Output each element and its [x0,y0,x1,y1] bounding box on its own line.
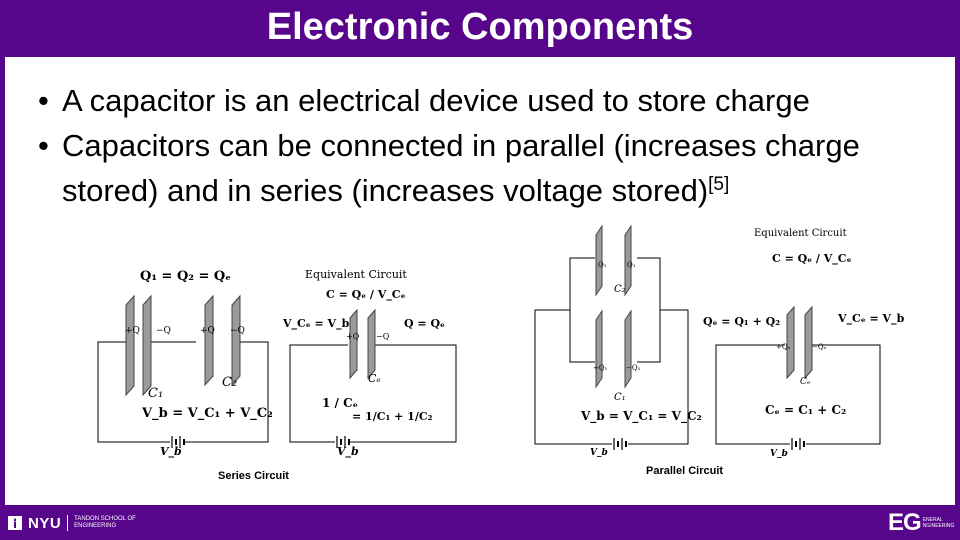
recip-lhs: 1 / Cₑ [322,396,358,410]
plate-label: +Q [346,332,360,341]
footer-bar [0,505,960,540]
series-c2-plate-left [204,294,214,387]
source-label: V_b [160,445,182,459]
plate-label: +Q₁ [593,364,608,372]
plate-label: Q₁ [598,261,607,269]
citation: [5] [708,174,730,195]
eg-subtitle: ENERAL NGINEERING [922,517,955,529]
nyu-wordmark: NYU [28,514,62,532]
cap-label-c1: C₁ [148,386,163,401]
torch-icon [8,516,22,530]
bullet-text: A capacitor is an electrical device used… [62,83,810,118]
equiv-eq-c: C = Qₑ / V_Cₑ [772,252,852,266]
equiv-title: Equivalent Circuit [754,228,847,239]
equiv-cap-label: Cₑ [800,377,811,387]
series-figure: Q₁ = Q₂ = Qₑ +Q −Q +Q −Q C₁ C₂ V_b = V_C… [97,268,457,482]
parallel-c1-plate-left [595,309,603,389]
plate-label: +Qₑ [776,343,791,351]
plate-label: −Q [230,326,245,336]
equiv-plate-left [786,305,795,380]
equiv-title: Equivalent Circuit [305,268,407,281]
battery-icon [171,436,185,448]
parallel-wire-left [569,257,595,363]
series-c1-plate-left [125,294,135,397]
parallel-eq-voltage: V_b = V_C₁ = V_C₂ [580,409,702,424]
parallel-eq-charge: Qₑ = Q₁ + Q₂ [703,315,780,328]
cap-label-c1: C₁ [614,392,626,403]
equiv-wire-right [350,344,457,443]
equiv-wire-left [289,344,348,443]
equiv-eq-v: V_Cₑ = V_b [837,312,905,326]
parallel-figure: Q₁ Q₁ C₂ +Q₁ −Q₁ C₁ Qₑ = Q₁ + Q₂ V_b = V… [534,224,905,477]
series-c2-plate-right [231,294,241,387]
plate-label: −Q [156,326,171,336]
equiv-plate-right [804,305,813,380]
series-wire-right [185,341,269,443]
equiv-eq-q: Q = Qₑ [404,317,445,330]
parallel-wire-right [637,257,661,363]
equiv-source-label: V_b [770,449,788,459]
equiv-wire-left [715,344,790,445]
series-eq-voltage: V_b = V_C₁ + V_C₂ [141,406,273,421]
series-eq-charges: Q₁ = Q₂ = Qₑ [140,269,231,284]
right-border [955,57,960,505]
equiv-source-label: V_b [337,445,359,459]
plate-label: Q₁ [627,261,636,269]
left-border [0,57,5,505]
bullet-item: • Capacitors can be connected in parallel… [38,123,882,213]
battery-icon [336,436,350,448]
parallel-c2-plate-left [595,224,603,297]
source-label: V_b [590,448,608,458]
series-wire-left [97,341,170,443]
bullet-text: Capacitors can be connected in parallel … [62,128,860,208]
parallel-caption: Parallel Circuit [646,465,723,477]
tandon-wordmark: TANDON SCHOOL OF ENGINEERING [74,516,136,529]
equiv-eq-c: C = Qₑ / V_Cₑ [326,288,406,302]
equiv-eq-sum: Cₑ = C₁ + C₂ [765,403,846,417]
bullet-marker: • [38,83,49,118]
battery-icon [613,438,627,450]
equiv-cap-label: Cₑ [368,372,381,385]
equiv-plate-left [349,308,358,380]
eg-logo: EG ENERAL NGINEERING [888,509,955,536]
parallel-wire-outer-right [628,309,689,445]
plate-label: −Q [376,332,390,341]
series-caption: Series Circuit [218,470,289,482]
plate-label: +Q [125,326,140,336]
plate-label: −Q₁ [626,364,641,372]
parallel-c1-plate-right [624,309,632,389]
bullet-item: • A capacitor is an electrical device use… [38,78,938,123]
eg-wordmark: EG [888,509,922,536]
parallel-c2-plate-right [624,224,632,297]
series-c1-plate-right [142,294,152,397]
equiv-eq-v: V_Cₑ = V_b [282,317,350,331]
bullet-marker: • [38,128,49,163]
slide-title: Electronic Components [266,6,694,48]
logo-divider [67,515,69,531]
cap-label-c2: C₂ [614,284,626,295]
equiv-plate-right [367,308,376,380]
parallel-wire-outer-left [534,309,612,445]
battery-icon [791,438,805,450]
title-bar [0,0,960,57]
nyu-tandon-logo: NYU TANDON SCHOOL OF ENGINEERING [8,512,136,534]
plate-label: +Q [200,326,215,336]
bullet-list: • A capacitor is an electrical device use… [38,78,938,213]
cap-label-c2: C₂ [222,375,237,390]
recip-rhs: = 1/C₁ + 1/C₂ [352,410,433,423]
equiv-wire-right [806,344,881,445]
plate-label: −Qₑ [812,343,827,351]
